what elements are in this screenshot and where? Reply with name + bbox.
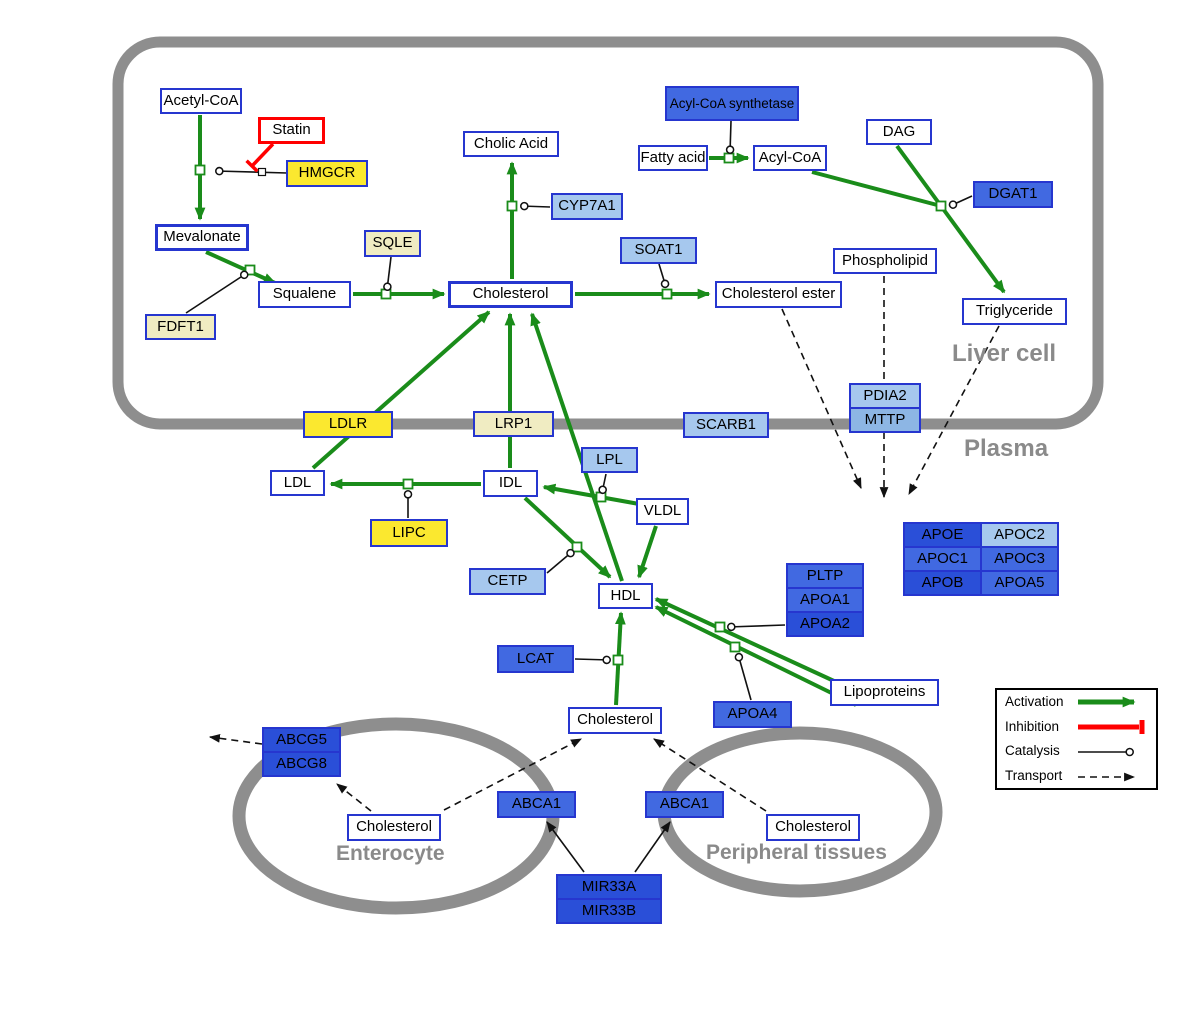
node-triglyceride[interactable]: Triglyceride	[962, 298, 1067, 325]
liver-cell-membrane	[112, 36, 1104, 430]
node-apoe[interactable]: APOE	[903, 522, 982, 548]
node-vldl[interactable]: VLDL	[636, 498, 689, 525]
node-apob[interactable]: APOB	[903, 570, 982, 596]
node-ldl[interactable]: LDL	[270, 470, 325, 496]
node-acetyl-coa[interactable]: Acetyl-CoA	[160, 88, 242, 114]
catalysis-edges	[185, 120, 973, 701]
node-acyl-coa[interactable]: Acyl-CoA	[753, 145, 827, 171]
statin-inhibition-edge	[245, 142, 275, 173]
node-abca1-right[interactable]: ABCA1	[645, 791, 724, 818]
liver-cell-label: Liver cell	[952, 340, 1057, 367]
peripheral-tissues-label: Peripheral tissues	[706, 841, 887, 864]
node-cholesterol-enterocyte[interactable]: Cholesterol	[347, 814, 441, 841]
node-lpl[interactable]: LPL	[581, 447, 638, 473]
node-cholesterol-plasma[interactable]: Cholesterol	[568, 707, 662, 734]
node-mttp[interactable]: MTTP	[849, 407, 921, 433]
node-apoc2[interactable]: APOC2	[980, 522, 1059, 548]
node-abcg5[interactable]: ABCG5	[262, 727, 341, 753]
node-abca1-left[interactable]: ABCA1	[497, 791, 576, 818]
node-apoa1[interactable]: APOA1	[786, 587, 864, 613]
node-cyp7a1[interactable]: CYP7A1	[551, 193, 623, 220]
node-lipoproteins[interactable]: Lipoproteins	[830, 679, 939, 706]
mir33-regulation-edges	[546, 821, 671, 873]
node-mevalonate[interactable]: Mevalonate	[155, 224, 249, 251]
legend-transport-label: Transport	[1005, 767, 1063, 783]
node-idl[interactable]: IDL	[483, 470, 538, 497]
node-statin[interactable]: Statin	[258, 117, 325, 144]
node-lrp1[interactable]: LRP1	[473, 411, 554, 437]
node-apoa4[interactable]: APOA4	[713, 701, 792, 728]
node-dgat1[interactable]: DGAT1	[973, 181, 1053, 208]
reaction-anchor-squares	[194, 152, 947, 666]
node-squalene[interactable]: Squalene	[258, 281, 351, 308]
node-apoc1[interactable]: APOC1	[903, 546, 982, 572]
enterocyte-label: Enterocyte	[336, 842, 445, 865]
node-dag[interactable]: DAG	[866, 119, 932, 145]
legend-inhibition-label: Inhibition	[1005, 718, 1060, 734]
node-cholesterol-peripheral[interactable]: Cholesterol	[766, 814, 860, 841]
node-fatty-acid[interactable]: Fatty acid	[638, 145, 708, 171]
node-phospholipid[interactable]: Phospholipid	[833, 248, 937, 274]
node-sqle[interactable]: SQLE	[364, 230, 421, 257]
transport-edges	[208, 276, 1000, 812]
node-pdia2[interactable]: PDIA2	[849, 383, 921, 409]
node-mir33b[interactable]: MIR33B	[556, 898, 662, 924]
node-cholic-acid[interactable]: Cholic Acid	[463, 131, 559, 157]
node-cholesterol-ester[interactable]: Cholesterol ester	[715, 281, 842, 308]
node-ldlr[interactable]: LDLR	[303, 411, 393, 438]
node-cholesterol-liver[interactable]: Cholesterol	[448, 281, 573, 308]
node-soat1[interactable]: SOAT1	[620, 237, 697, 264]
node-lcat[interactable]: LCAT	[497, 645, 574, 673]
legend-symbols	[1078, 696, 1145, 782]
inhibition-anchor-square	[257, 167, 267, 177]
node-pltp[interactable]: PLTP	[786, 563, 864, 589]
node-lipc[interactable]: LIPC	[370, 519, 448, 547]
node-scarb1[interactable]: SCARB1	[683, 412, 769, 438]
plasma-label: Plasma	[964, 435, 1049, 462]
node-acyl-coa-synthetase[interactable]: Acyl-CoA synthetase	[665, 86, 799, 121]
legend-activation-label: Activation	[1005, 694, 1064, 709]
node-apoa5[interactable]: APOA5	[980, 570, 1059, 596]
node-apoa2[interactable]: APOA2	[786, 611, 864, 637]
legend: Activation Inhibition Catalysis Transpor…	[995, 688, 1158, 790]
node-abcg8[interactable]: ABCG8	[262, 751, 341, 777]
legend-catalysis-label: Catalysis	[1005, 743, 1060, 758]
node-apoc3[interactable]: APOC3	[980, 546, 1059, 572]
node-mir33a[interactable]: MIR33A	[556, 874, 662, 900]
node-fdft1[interactable]: FDFT1	[145, 314, 216, 340]
node-cetp[interactable]: CETP	[469, 568, 546, 595]
node-hmgcr[interactable]: HMGCR	[286, 160, 368, 187]
node-hdl[interactable]: HDL	[598, 583, 653, 609]
